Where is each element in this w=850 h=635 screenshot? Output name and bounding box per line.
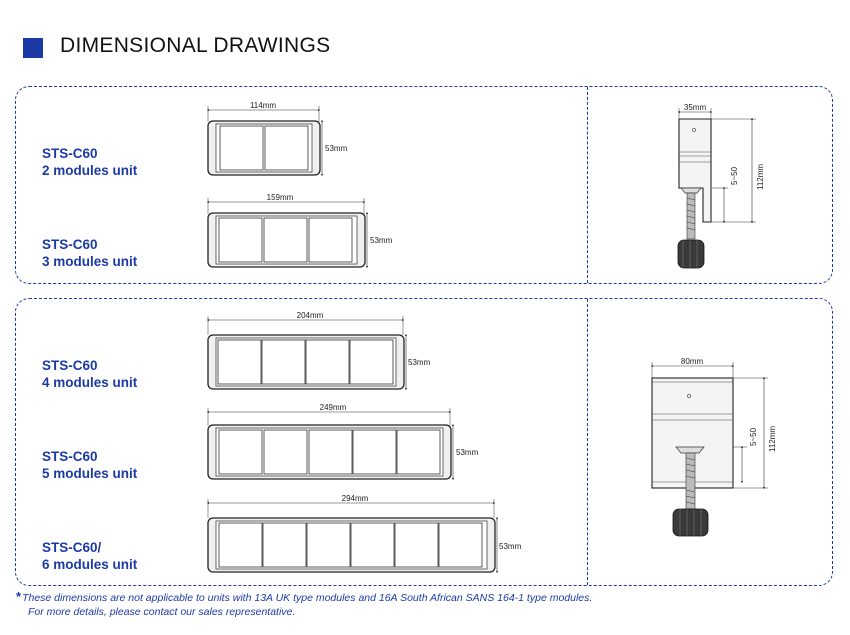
module-socket: [352, 429, 397, 475]
unit-drawing-5: 249mm 53mm: [206, 403, 479, 481]
unit-label-6: STS-C60/ 6 modules unit: [42, 539, 137, 573]
unit-drawing-2: 114mm 53mm: [206, 101, 348, 177]
panel-top: [15, 86, 833, 284]
clamp-screw-dot: [687, 394, 691, 398]
width-label: 294mm: [342, 494, 369, 503]
module-socket: [262, 522, 307, 568]
unit-drawing-3: 159mm 53mm: [206, 193, 393, 269]
unit-model: STS-C60: [42, 146, 98, 161]
module-socket: [219, 125, 264, 171]
module-socket: [396, 429, 441, 475]
unit-model: STS-C60: [42, 449, 98, 464]
clamp-knob: [677, 239, 705, 269]
unit-label-4: STS-C60 4 modules unit: [42, 357, 137, 391]
height-label: 53mm: [370, 236, 393, 245]
module-socket: [261, 339, 306, 385]
clamp-width-label: 35mm: [684, 103, 707, 112]
unit-label-3: STS-C60 3 modules unit: [42, 236, 137, 270]
unit-desc: 6 modules unit: [42, 557, 138, 572]
clamp-pad: [680, 187, 702, 194]
height-label: 53mm: [456, 448, 479, 457]
unit-model: STS-C60: [42, 237, 98, 252]
module-socket: [264, 125, 309, 171]
module-socket: [218, 217, 263, 263]
module-socket: [349, 339, 394, 385]
width-label: 204mm: [297, 311, 324, 320]
page-title: DIMENSIONAL DRAWINGS: [60, 34, 331, 57]
unit-model: STS-C60/: [42, 540, 102, 555]
panel-bottom-divider: [587, 299, 588, 585]
clamp-drawing-narrow: 35mm 5~50 112mm: [677, 103, 765, 269]
unit-desc: 3 modules unit: [42, 254, 138, 269]
unit-desc: 2 modules unit: [42, 163, 138, 178]
module-socket: [218, 522, 263, 568]
title-marker: [23, 38, 43, 58]
panel-bottom: [15, 298, 833, 586]
unit-drawing-4: 204mm 53mm: [206, 311, 431, 391]
module-socket: [305, 339, 350, 385]
unit-model: STS-C60: [42, 358, 98, 373]
module-socket: [394, 522, 439, 568]
height-label: 53mm: [325, 144, 348, 153]
footnote: *These dimensions are not applicable to …: [16, 590, 592, 619]
module-socket: [350, 522, 395, 568]
unit-desc: 5 modules unit: [42, 466, 138, 481]
unit-desc: 4 modules unit: [42, 375, 138, 390]
footnote-line-2: For more details, please contact our sal…: [28, 606, 296, 618]
module-socket: [263, 429, 308, 475]
width-label: 114mm: [250, 101, 276, 110]
footnote-star: *: [16, 589, 22, 604]
panel-top-divider: [587, 87, 588, 283]
clamp-range-label: 5~50: [749, 427, 758, 446]
clamp-screw: [685, 452, 696, 510]
footnote-line-1: These dimensions are not applicable to u…: [22, 592, 593, 604]
width-label: 159mm: [267, 193, 294, 202]
clamp-range-label: 5~50: [730, 166, 739, 185]
module-socket: [306, 522, 351, 568]
module-socket: [217, 339, 262, 385]
width-label: 249mm: [320, 403, 347, 412]
module-socket: [438, 522, 483, 568]
clamp-drawing-wide: 80mm 5~50 112mm: [650, 357, 777, 537]
module-socket: [218, 429, 263, 475]
clamp-height-label: 112mm: [768, 426, 777, 452]
clamp-screw-dot: [692, 128, 696, 132]
module-socket: [308, 429, 353, 475]
unit-drawing-6: 294mm 53mm: [206, 494, 522, 574]
clamp-pad: [675, 446, 705, 454]
clamp-height-label: 112mm: [756, 164, 765, 190]
module-socket: [308, 217, 353, 263]
module-socket: [263, 217, 308, 263]
unit-label-2: STS-C60 2 modules unit: [42, 145, 137, 179]
clamp-knob: [672, 508, 709, 537]
clamp-width-label: 80mm: [681, 357, 704, 366]
height-label: 53mm: [408, 358, 431, 367]
height-label: 53mm: [499, 542, 522, 551]
unit-label-5: STS-C60 5 modules unit: [42, 448, 137, 482]
